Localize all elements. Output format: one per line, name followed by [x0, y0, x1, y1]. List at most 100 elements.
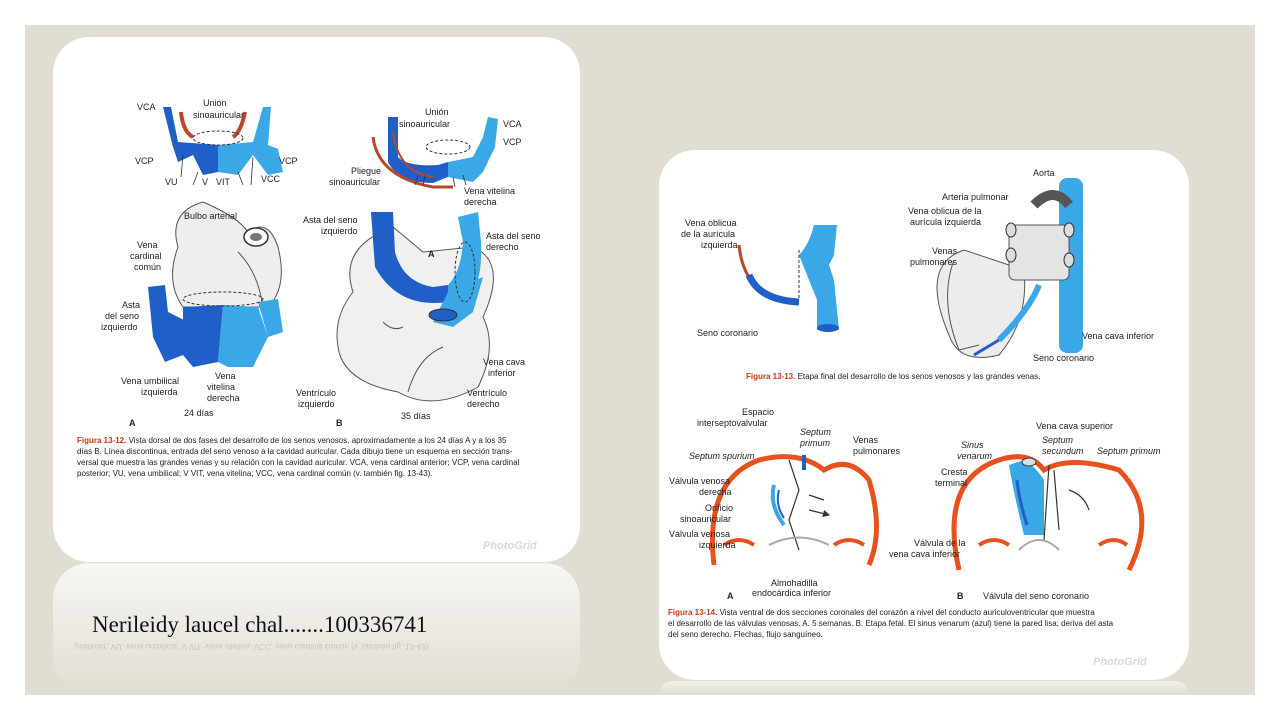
caption-13-12-line1: Vista dorsal de dos fases del desarrollo… — [128, 436, 507, 445]
label-1313-oblicua2: de la aurícula — [681, 229, 735, 239]
label-a-asta2: del seno — [105, 311, 139, 321]
panel-b-heart — [336, 212, 494, 402]
label-1313-cava-inf: Vena cava inferior — [1082, 331, 1154, 341]
label-a-bulbo: Bulbo arterial — [184, 211, 237, 221]
label-1314-panel-a: A — [727, 591, 734, 601]
label-1313-aorta: Aorta — [1033, 168, 1055, 178]
label-1313-seno-left: Seno coronario — [697, 328, 758, 338]
label-a-vu: VU — [165, 177, 178, 187]
label-a-vcc: VCC — [261, 174, 281, 184]
label-1313-oblicua1: Vena oblicua — [685, 218, 737, 228]
label-b-vit1: Vena vitelina — [464, 186, 515, 196]
panel-a-schematic — [163, 107, 283, 186]
label-b-vent-izq1: Ventrículo — [296, 388, 336, 398]
label-a-asta3: izquierdo — [101, 322, 138, 332]
label-b-vit2: derecha — [464, 197, 497, 207]
label-a-vit: VIT — [216, 177, 231, 187]
label-b-union2: sinoauricular — [399, 119, 450, 129]
label-a-panel: A — [129, 418, 136, 428]
label-a-union1: Unión — [203, 98, 227, 108]
watermark-left: PhotoGrid — [483, 540, 537, 552]
label-1314-espacio1: Espacio — [742, 407, 774, 417]
label-a-vitelina1: Vena — [215, 371, 236, 381]
fig-13-14-b — [951, 454, 1145, 572]
label-a-v: V — [202, 177, 208, 187]
label-b-cava2: inferior — [488, 368, 516, 378]
label-1314-valv-seno: Válvula del seno coronario — [983, 591, 1089, 601]
caption-13-12-fig: Figura 13-12. — [77, 436, 127, 445]
label-b-vcp: VCP — [503, 137, 522, 147]
label-1314-valv-cava2: vena cava inferior — [889, 549, 960, 559]
figure-13-12-caption: Figura 13-12. Vista dorsal de dos fases … — [77, 435, 572, 479]
label-b-vca: VCA — [503, 119, 522, 129]
label-a-vena-cardinal2: cardinal — [130, 251, 162, 261]
panel-a-heart — [148, 201, 283, 367]
label-1314-sinus1: Sinus — [961, 440, 984, 450]
label-1314-cava-sup: Vena cava superior — [1036, 421, 1113, 431]
label-1313-seno-right: Seno coronario — [1033, 353, 1094, 363]
fig-13-13-heart — [936, 178, 1083, 358]
label-b-days: 35 días — [401, 411, 431, 421]
label-1314-venas2: pulmonares — [853, 446, 901, 456]
label-1314-spurium: Septum spurium — [689, 451, 755, 461]
label-1314-almohadilla1: Almohadilla — [771, 578, 818, 588]
label-1314-septum-primum2: primum — [799, 438, 831, 448]
label-b-cava1: Vena cava — [483, 357, 525, 367]
label-1313-oblicua-r2: aurícula izquierda — [910, 217, 981, 227]
label-1314-valv-izq2: izquierda — [699, 540, 736, 550]
label-1314-valv-der2: derecha — [699, 487, 732, 497]
label-1313-venas2: pulmonares — [910, 257, 958, 267]
label-1314-septum-primum1: Septum — [800, 427, 832, 437]
label-1314-valv-cava1: Válvula de la — [914, 538, 966, 548]
figure-13-12-illustration: VCA Unión sinoauricular VCP VCP VU V VIT… — [101, 98, 541, 428]
label-a-union2: sinoauricular — [193, 110, 244, 120]
label-a-umbilical1: Vena umbilical — [121, 376, 179, 386]
label-b-asta-der1: Asta del seno — [486, 231, 541, 241]
label-a-vena-cardinal1: Vena — [137, 240, 158, 250]
label-1314-valv-der1: Válvula venosa — [669, 476, 730, 486]
label-1314-septum-sec2: secundum — [1042, 446, 1084, 456]
figure-13-13-14-card: Vena oblicua de la aurícula izquierda Se… — [659, 150, 1189, 680]
label-1313-oblicua3: izquierda — [701, 240, 738, 250]
label-b-asta-izq2: izquierdo — [321, 226, 358, 236]
label-a-asta1: Asta — [122, 300, 140, 310]
card-reflection: posterior; VU, vena umbilical; V VIT, ve… — [53, 563, 580, 693]
label-b-pliegue1: Pliegue — [351, 166, 381, 176]
label-1314-orificio2: sinoauricular — [680, 514, 731, 524]
label-a-vcp-left: VCP — [135, 156, 154, 166]
label-1314-septum-sec1: Septum — [1042, 435, 1074, 445]
label-b-vent-der1: Ventrículo — [467, 388, 507, 398]
right-card-reflection — [659, 681, 1189, 695]
label-a-vitelina2: vitelina — [207, 382, 235, 392]
label-a-vitelina3: derecha — [207, 393, 240, 403]
label-b-union1: Unión — [425, 107, 449, 117]
label-1313-oblicua-r1: Vena oblicua de la — [908, 206, 982, 216]
caption-13-13-fig: Figura 13-13. — [746, 372, 796, 381]
figure-13-12-card: VCA Unión sinoauricular VCP VCP VU V VIT… — [53, 37, 580, 562]
label-1314-espacio2: interseptovalvular — [697, 418, 768, 428]
label-1314-venas1: Venas — [853, 435, 879, 445]
figure-13-13-caption: Figura 13-13. Etapa final del desarrollo… — [746, 371, 1040, 382]
panel-b-schematic — [371, 117, 498, 189]
caption-13-14-line2: el desarrollo de las válvulas venosas. A… — [668, 619, 1114, 628]
caption-13-14-line1: Vista ventral de dos secciones coronales… — [719, 608, 1095, 617]
label-a-umbilical2: izquierda — [141, 387, 178, 397]
caption-13-14-line3: del seno derecho. Flechas, flujo sanguín… — [668, 630, 823, 639]
label-b-asta-izq1: Asta del seno — [303, 215, 358, 225]
reflection-text: posterior; VU, vena umbilical; V VIT, ve… — [75, 642, 431, 651]
label-b-asta-der2: derecho — [486, 242, 519, 252]
label-b-pliegue2: sinoauricular — [329, 177, 380, 187]
label-a-vena-cardinal3: común — [134, 262, 161, 272]
label-1314-panel-b: B — [957, 591, 964, 601]
label-a-days: 24 días — [184, 408, 214, 418]
label-1314-cresta2: terminal — [935, 478, 967, 488]
label-1314-sinus2: venarum — [957, 451, 993, 461]
caption-13-12-line2: días B. Línea discontinua, entrada del s… — [77, 447, 513, 456]
caption-13-12-line3: versal que muestra las grandes venas y s… — [77, 458, 520, 467]
author-line: Nerileidy laucel chal.......100336741 — [92, 612, 428, 637]
label-b-vent-izq2: izquierdo — [298, 399, 335, 409]
label-1313-arteria: Arteria pulmonar — [942, 192, 1009, 202]
caption-13-12-line4: posterior; VU, vena umbilical; V VIT, ve… — [77, 469, 433, 478]
fig-13-13-schematic — [737, 225, 839, 332]
label-1314-orificio1: Orificio — [705, 503, 733, 513]
